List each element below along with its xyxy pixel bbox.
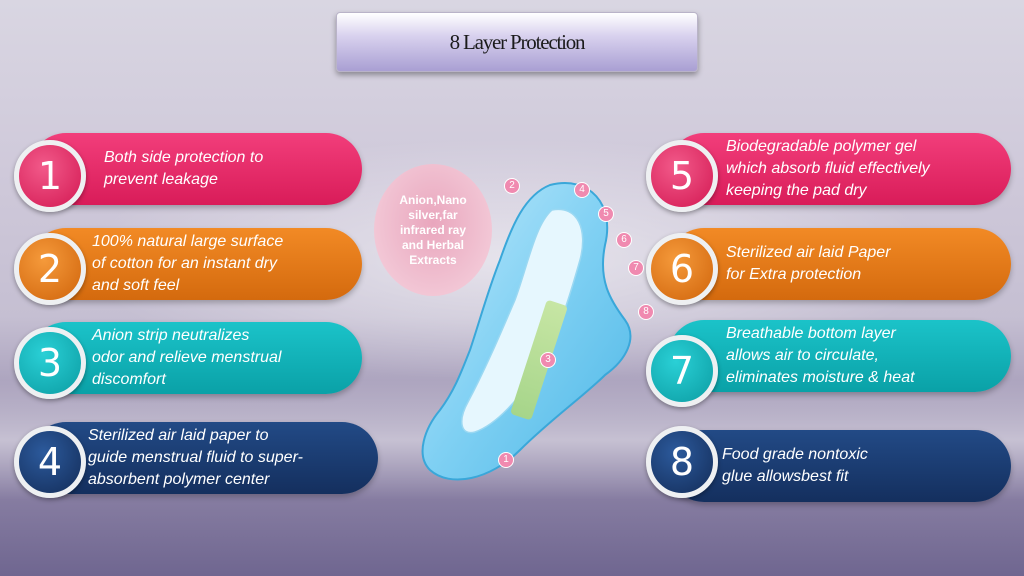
layer-6-text: Sterilized air laid Paper for Extra prot… [726, 244, 891, 283]
pad-marker-7: 7 [628, 260, 644, 276]
layer-4-badge: 4 [14, 426, 86, 498]
layer-6-number: 6 [669, 247, 695, 291]
layer-7-badge: 7 [646, 335, 718, 407]
pad-marker-4: 4 [574, 182, 590, 198]
layer-5-text: Biodegradable polymer gel which absorb f… [726, 138, 930, 199]
pad-graphic [421, 182, 632, 481]
pad-marker-1: 1 [498, 452, 514, 468]
layer-2-number: 2 [37, 247, 63, 291]
layer-1-number: 1 [37, 154, 63, 198]
layer-2-badge: 2 [14, 233, 86, 305]
layer-3-badge: 3 [14, 327, 86, 399]
pad-marker-5: 5 [598, 206, 614, 222]
layer-2-text: 100% natural large surface of cotton for… [92, 233, 284, 294]
layer-5-badge: 5 [646, 140, 718, 212]
pad-marker-3: 3 [540, 352, 556, 368]
layer-card-1: Both side protection to prevent leakage [30, 133, 362, 205]
anion-bubble: Anion,Nano silver,far infrared ray and H… [374, 164, 492, 296]
layer-7-text: Breathable bottom layer allows air to ci… [726, 325, 915, 386]
title-box: 8 Layer Protection [336, 12, 698, 72]
layer-card-8: Food grade nontoxic glue allowsbest fit [668, 430, 1011, 502]
pad-marker-8: 8 [638, 304, 654, 320]
layer-1-badge: 1 [14, 140, 86, 212]
layer-4-number: 4 [37, 440, 63, 484]
layer-card-6: Sterilized air laid Paper for Extra prot… [668, 228, 1011, 300]
layer-6-badge: 6 [646, 233, 718, 305]
layer-card-5: Biodegradable polymer gel which absorb f… [668, 133, 1011, 205]
layer-5-number: 5 [669, 154, 695, 198]
layer-7-number: 7 [669, 349, 695, 393]
layer-8-number: 8 [669, 440, 695, 484]
layer-1-text: Both side protection to prevent leakage [104, 149, 264, 188]
layer-card-4: Sterilized air laid paper to guide menst… [30, 422, 378, 494]
layer-8-badge: 8 [646, 426, 718, 498]
layer-3-number: 3 [37, 341, 63, 385]
page-title: 8 Layer Protection [449, 29, 586, 54]
anion-bubble-text: Anion,Nano silver,far infrared ray and H… [399, 192, 467, 267]
layer-3-text: Anion strip neutralizes odor and relieve… [92, 327, 282, 388]
layer-8-text: Food grade nontoxic glue allowsbest fit [722, 446, 868, 485]
layer-card-7: Breathable bottom layer allows air to ci… [668, 320, 1011, 392]
layer-4-text: Sterilized air laid paper to guide menst… [88, 427, 303, 488]
pad-marker-2: 2 [504, 178, 520, 194]
sanitary-pad-illustration: 1 2 3 4 5 6 7 8 [400, 170, 670, 510]
pad-marker-6: 6 [616, 232, 632, 248]
